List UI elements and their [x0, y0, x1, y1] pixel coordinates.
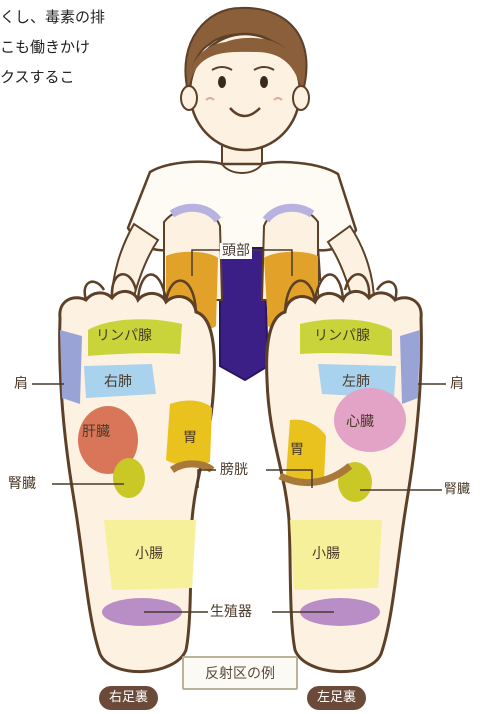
kidney-zone-right	[113, 458, 145, 498]
pants	[220, 248, 268, 380]
label-stomach-left: 胃	[290, 442, 304, 458]
right-foot-badge: 右足裏	[99, 686, 158, 710]
ear-right	[293, 86, 309, 110]
label-shoulder-left: 肩	[450, 376, 464, 392]
eye-left	[218, 76, 226, 88]
ear-left	[181, 86, 197, 110]
label-heart: 心臓	[346, 414, 374, 430]
label-small-intestine-left: 小腸	[312, 546, 340, 562]
label-lung-right: 右肺	[104, 374, 132, 390]
label-stomach-right: 胃	[183, 430, 197, 446]
label-lung-left: 左肺	[342, 374, 370, 390]
label-small-intestine-right: 小腸	[135, 546, 163, 562]
label-liver: 肝臓	[82, 424, 110, 440]
label-bladder: 膀胱	[218, 462, 250, 478]
eye-right	[260, 76, 268, 88]
left-foot-badge: 左足裏	[307, 686, 366, 710]
label-lymph-left: リンパ腺	[314, 328, 370, 344]
diagram-caption: 反射区の例	[182, 656, 298, 690]
label-kidney-left: 腎臓	[444, 482, 470, 498]
label-reproductive: 生殖器	[208, 604, 254, 620]
label-shoulder-right: 肩	[14, 376, 28, 392]
label-head: 頭部	[220, 243, 252, 259]
shoulder-zone-right	[60, 330, 82, 404]
label-kidney-right: 腎臓	[8, 476, 36, 492]
label-lymph-right: リンパ腺	[96, 328, 152, 344]
shoulder-zone-left	[400, 330, 420, 404]
